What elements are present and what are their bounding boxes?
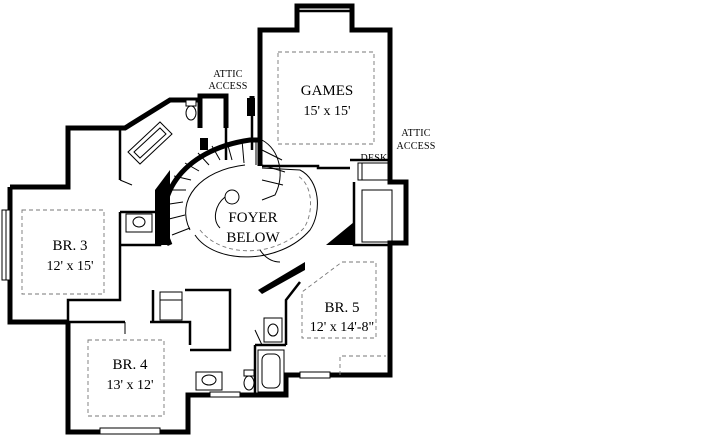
- br4-name: BR. 4: [112, 357, 148, 373]
- desk-label: DESK: [361, 153, 388, 164]
- doors: [119, 179, 281, 346]
- wall-poche: [155, 98, 354, 294]
- ceiling-lines: [21, 51, 386, 417]
- br4-size: 13' x 12': [106, 378, 153, 393]
- bedroom-4: BR. 4 13' x 12': [106, 357, 153, 393]
- foyer-below: FOYER BELOW: [226, 210, 280, 246]
- bedroom-3: BR. 3 12' x 15': [46, 238, 93, 274]
- attic-right-line1: ATTIC: [401, 128, 430, 139]
- attic-left-line1: ATTIC: [213, 69, 242, 80]
- foyer-label-line2: BELOW: [226, 230, 280, 246]
- attic-left-line2: ACCESS: [209, 81, 248, 92]
- attic-access-left: ATTIC ACCESS: [209, 69, 248, 92]
- br5-name: BR. 5: [324, 300, 359, 316]
- games-room: GAMES 15' x 15': [301, 83, 354, 119]
- exterior-walls: [7, 3, 409, 435]
- br3-size: 12' x 15': [46, 259, 93, 274]
- br5-size: 12' x 14'-8": [310, 320, 374, 335]
- windows: [1, 209, 331, 435]
- staircase: [161, 137, 318, 258]
- br3-name: BR. 3: [52, 238, 87, 254]
- games-room-name: GAMES: [301, 83, 354, 99]
- attic-access-right: ATTIC ACCESS: [397, 128, 436, 152]
- foyer-label-line1: FOYER: [228, 210, 277, 226]
- games-room-size: 15' x 15': [303, 104, 350, 119]
- bath-fixtures: [125, 99, 285, 393]
- attic-right-line2: ACCESS: [397, 141, 436, 152]
- bedroom-5: BR. 5 12' x 14'-8": [310, 300, 374, 335]
